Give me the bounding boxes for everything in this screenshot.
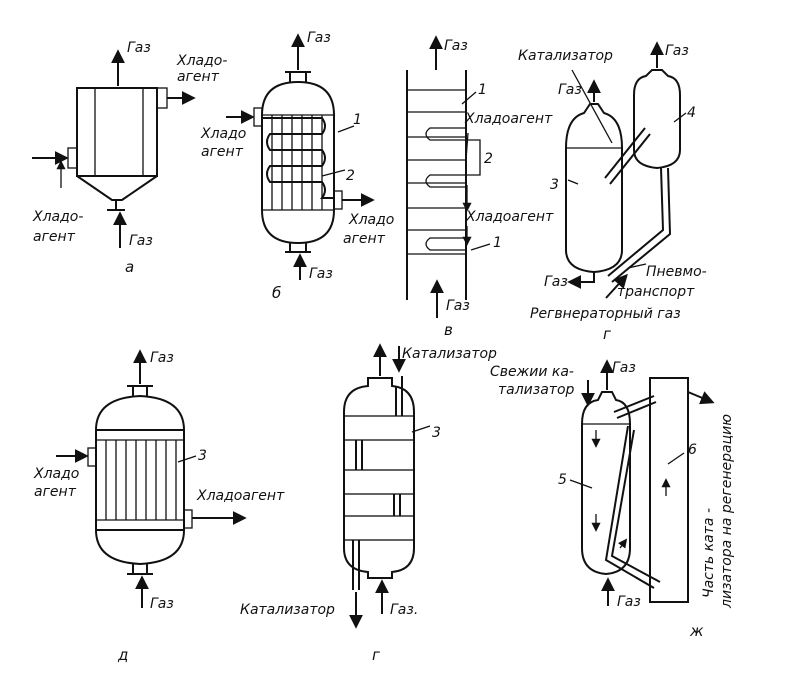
label-gas-bottom-a: Газ (129, 233, 153, 249)
reactor-5-zh (581, 391, 631, 576)
label-3-g1: 3 (550, 177, 559, 193)
label-coolant-in-d2: агент (34, 484, 77, 500)
reactor-3-g1 (565, 103, 623, 274)
caption-g2: г (372, 646, 380, 664)
label-gas-top-a: Газ (127, 40, 151, 56)
label-gas-g1-bottom: Газ (544, 274, 568, 290)
label-coolant-out-a1: Хладо- (176, 53, 227, 69)
caption-b: б (272, 284, 281, 302)
label-gas-top-d: Газ (150, 350, 174, 366)
label-catalyst-g2-bottom: Катализатор (240, 602, 335, 618)
label-gas-top-b: Газ (307, 30, 331, 46)
label-4-g1: 4 (687, 105, 696, 121)
label-2-v: 2 (484, 151, 493, 167)
label-catalyst-g1: Катализатор (518, 48, 613, 64)
regenerator-4-g1 (633, 69, 681, 170)
transfer-line-bottom-zh (604, 425, 655, 589)
diagram-g1: Катализатор Газ Газ 4 3 Газ Пневмо- тран… (518, 41, 707, 343)
label-gas-g1-left: Газ (558, 82, 582, 98)
caption-v: в (444, 321, 453, 339)
label-3-g2: 3 (432, 425, 441, 441)
label-gas-bottom-v: Газ (446, 298, 470, 314)
regen-gas-arrow-g1 (605, 273, 628, 299)
diagram-g2: Катализатор 3 Катализатор Газ. г (240, 343, 497, 664)
trays-v (407, 89, 466, 255)
catalyst-bed-2 (343, 469, 415, 495)
label-1-b: 1 (353, 112, 362, 128)
label-coolant-v-top: Хладоагент (464, 111, 553, 127)
tube-bundle-b (271, 115, 323, 210)
label-coolant-v-mid: Хладоагент (465, 209, 554, 225)
label-gas-g1-right: Газ (665, 43, 689, 59)
coil-b (262, 117, 334, 199)
label-2-b: 2 (346, 168, 355, 184)
label-coolant-out-d: Хладоагент (196, 488, 285, 504)
label-gas-g2-bottom: Газ. (390, 602, 418, 618)
label-coolant-in-a2: агент (33, 229, 76, 245)
label-coolant-in-d1: Хладо (33, 466, 79, 482)
label-gas-bottom-b: Газ (309, 266, 333, 282)
tube-bundle-d (105, 440, 177, 520)
regenerator-6-zh (649, 377, 689, 603)
label-catalyst-g2-top: Катализатор (402, 346, 497, 362)
label-coolant-in-a1: Хладо- (32, 209, 83, 225)
vessel-d-body (95, 394, 185, 566)
transfer-line-top-zh (613, 395, 655, 413)
diagram-v: Газ 1 Хладоагент 2 Хладоагент 1 Газ в (406, 35, 554, 339)
catalyst-bed-1 (343, 415, 415, 441)
label-3-d: 3 (198, 448, 207, 464)
label-1-v-bottom: 1 (493, 235, 502, 251)
label-fresh-catalyst-1: Свежии ка- (490, 364, 574, 380)
label-1-v-top: 1 (478, 82, 487, 98)
label-catalyst-part-2: лизатора на регенерацию (719, 414, 735, 609)
pneumo-line-g1 (607, 167, 665, 277)
label-coolant-in-b2: агент (201, 144, 244, 160)
label-gas-top-v: Газ (444, 38, 468, 54)
vessel-g2-body (343, 377, 415, 579)
caption-d: д (117, 646, 128, 664)
label-pneumo-1: Пневмо- (646, 264, 707, 280)
label-gas-bottom-d: Газ (150, 596, 174, 612)
label-coolant-out-b1: Хладо (348, 212, 394, 228)
label-coolant-in-b1: Хладо (200, 126, 246, 142)
caption-g1: г (603, 325, 611, 343)
label-regen-gas: Регвнераторный газ (530, 306, 681, 322)
label-6-zh: 6 (688, 442, 697, 458)
label-gas-zh-bottom: Газ (617, 594, 641, 610)
diagram-a: Газ Хладо- агент Хладо- агент Газ а (32, 40, 227, 276)
diagram-zh: Свежии ка- тализатор Газ 5 6 Газ ж Часть… (490, 359, 735, 640)
diagram-d: Газ Хладо агент 3 Хладоагент Газ д (33, 349, 285, 664)
label-gas-zh-top: Газ (612, 360, 636, 376)
catalyst-regen-arrow-zh (687, 391, 715, 405)
label-coolant-out-a2: агент (177, 69, 220, 85)
label-pneumo-2: транспорт (617, 284, 695, 300)
catalyst-line-g1 (604, 127, 646, 179)
caption-a: а (125, 258, 134, 276)
caption-zh: ж (689, 622, 704, 640)
gas-arrow-g1-bottom (567, 272, 595, 289)
vessel-a-cone (76, 175, 158, 201)
label-fresh-catalyst-2: тализатор (498, 382, 575, 398)
label-catalyst-part-1: Часть ката - (701, 508, 717, 598)
catalyst-bed-3 (343, 515, 415, 541)
label-coolant-out-b2: агент (343, 231, 386, 247)
label-5-zh: 5 (558, 472, 567, 488)
diagram-b: Газ Хладо агент 1 2 Хладо агент Газ б (200, 30, 394, 302)
vessel-a-body (76, 87, 158, 177)
